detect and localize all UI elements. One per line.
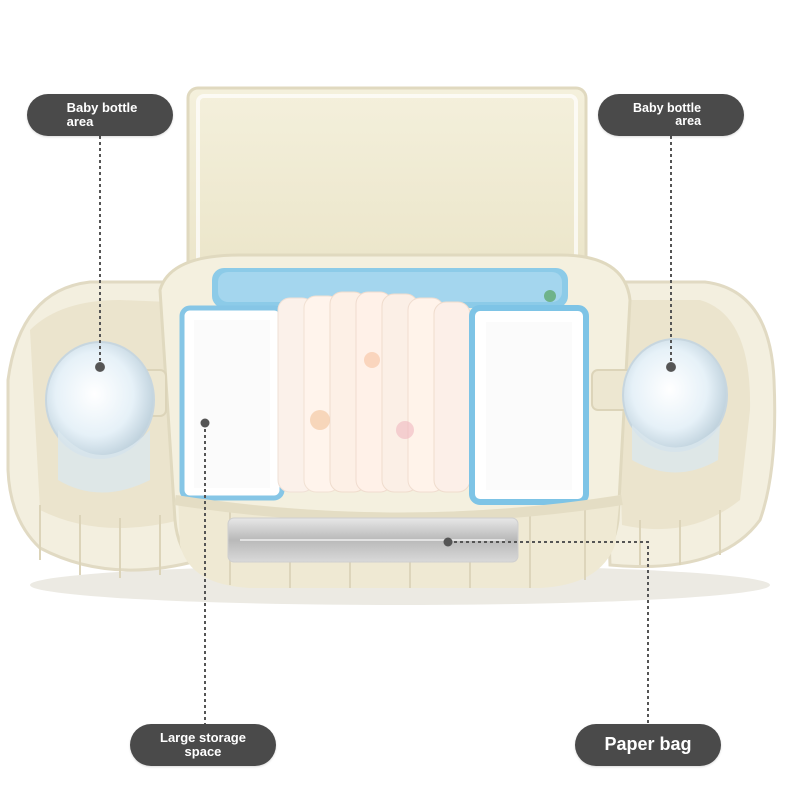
anchor-dots <box>95 362 676 547</box>
callout-large-storage-space: Large storage space <box>130 724 276 766</box>
right-baby-bottle <box>622 338 728 473</box>
paper-bag-pocket <box>227 517 519 563</box>
leader-lines <box>99 136 672 724</box>
lid-flap <box>186 86 588 280</box>
wipes-pack-left <box>179 305 285 501</box>
callout-text: Baby bottle area <box>66 99 138 129</box>
callout-baby-bottle-area-left: Baby bottle area <box>27 94 173 136</box>
left-baby-bottle <box>45 341 155 493</box>
diapers <box>277 291 471 493</box>
wipes-pack-right <box>469 305 589 505</box>
callout-baby-bottle-area-right: Baby bottle area <box>598 94 744 136</box>
callout-text: Baby bottle area <box>632 100 702 128</box>
callout-text: Paper bag <box>604 734 692 755</box>
callout-text: Large storage space <box>160 729 246 759</box>
blue-cloth <box>212 268 568 308</box>
callout-paper-bag: Paper bag <box>575 724 721 766</box>
leader-line-bottom-right <box>448 541 649 724</box>
